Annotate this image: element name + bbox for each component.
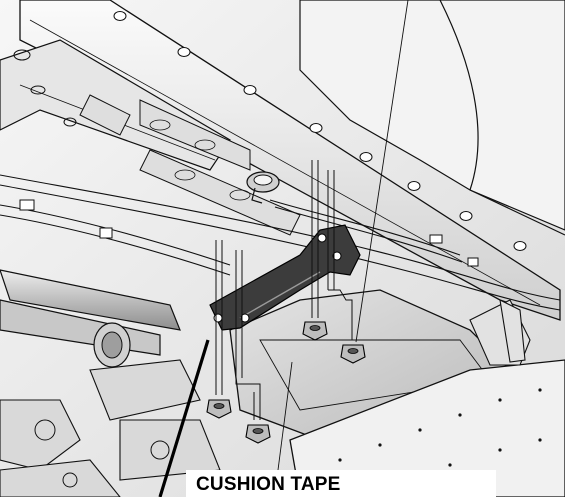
axle-components <box>0 359 221 497</box>
side-sill-edge <box>439 0 479 191</box>
exhaust-pipe <box>0 269 181 331</box>
cushion-tape-leader <box>158 339 210 497</box>
mounting-bracket <box>209 224 361 331</box>
cushion-tape-label: CUSHION TAPE <box>196 474 341 495</box>
bolt <box>206 321 366 444</box>
callout-label-box: CUSHION TAPE <box>186 470 496 497</box>
top-leader-line <box>355 0 409 343</box>
bolt-guide-lines <box>215 160 353 420</box>
line-clips <box>19 199 479 267</box>
suspension-bracket <box>469 299 531 366</box>
rail-holes <box>113 11 527 251</box>
floor-pressings <box>79 94 301 236</box>
side-sill-panel <box>299 0 565 231</box>
